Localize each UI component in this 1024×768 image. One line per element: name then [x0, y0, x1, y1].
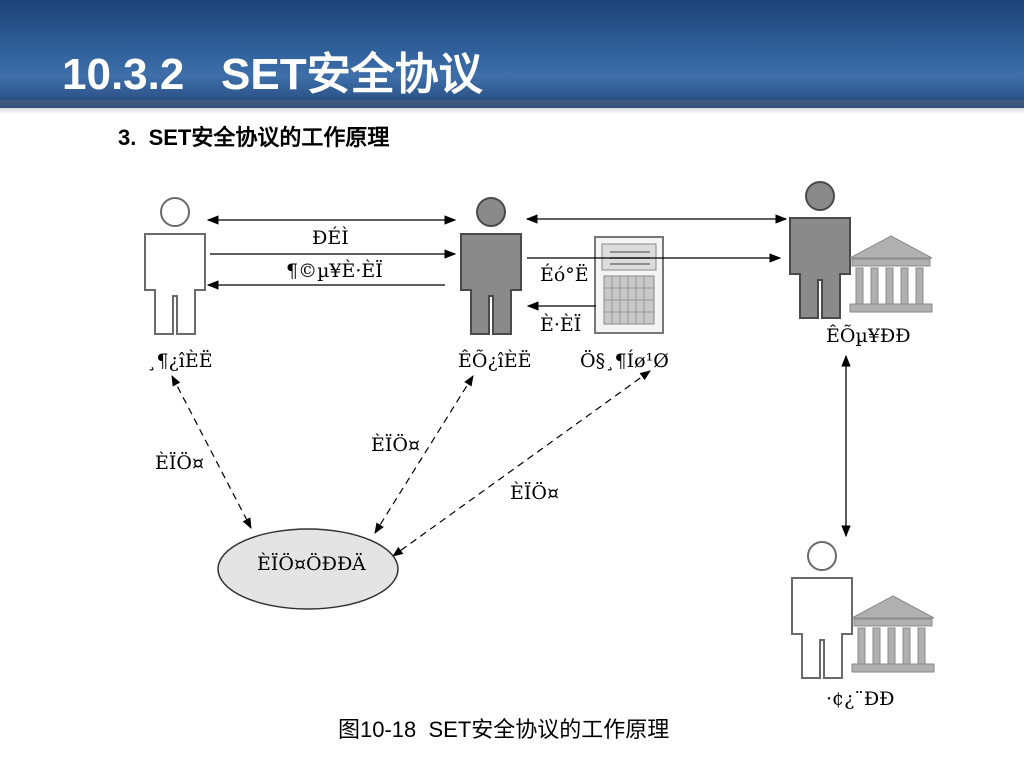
- label-order-confirm: ¶©µ¥È·ÈÏ: [286, 259, 383, 282]
- label-issuer-bank: ·¢¿¨ÐÐ: [826, 688, 895, 710]
- label-confirm: È·ÈÏ: [540, 313, 581, 336]
- label-cert-right: ÈÏÖ¤: [510, 481, 559, 504]
- consumer-person-icon: [144, 197, 206, 335]
- slide-subtitle: 3. SET安全协议的工作原理: [118, 125, 390, 150]
- label-cert-request: Éó°Ë: [540, 263, 589, 286]
- issuer-bank-icon: [851, 595, 935, 673]
- label-cert-left: ÈÏÖ¤: [155, 451, 204, 474]
- gateway-server-icon: [594, 236, 664, 334]
- dashed-arrow-consumer-ca: [171, 375, 252, 529]
- slide-title: 10.3.2 SET安全协议: [62, 50, 483, 99]
- figure-caption: 图10-18 SET安全协议的工作原理: [338, 717, 670, 742]
- title-bar-shadow: [0, 100, 1024, 114]
- label-negotiate: Ð­ÉÌ: [312, 226, 349, 249]
- acquirer-person-icon: [789, 181, 851, 319]
- label-acquirer-bank: ÊÕµ¥ÐÐ: [826, 324, 911, 347]
- ca-ellipse: [217, 528, 399, 610]
- label-merchant: ÊÕ¿îÈË: [458, 349, 531, 372]
- label-consumer: ¸¶¿îÈË: [147, 349, 213, 372]
- label-cert-mid: ÈÏÖ¤: [371, 433, 420, 456]
- label-ca: ÈÏÖ¤ÖÐÐÄ: [257, 552, 366, 575]
- label-gateway: Ö§¸¶Íø¹Ø: [580, 349, 669, 372]
- dashed-arrow-gateway-ca: [392, 370, 651, 557]
- merchant-person-icon: [460, 197, 522, 335]
- issuer-person-icon: [791, 541, 853, 679]
- acquirer-bank-icon: [849, 235, 933, 313]
- title-bar: [0, 0, 1024, 108]
